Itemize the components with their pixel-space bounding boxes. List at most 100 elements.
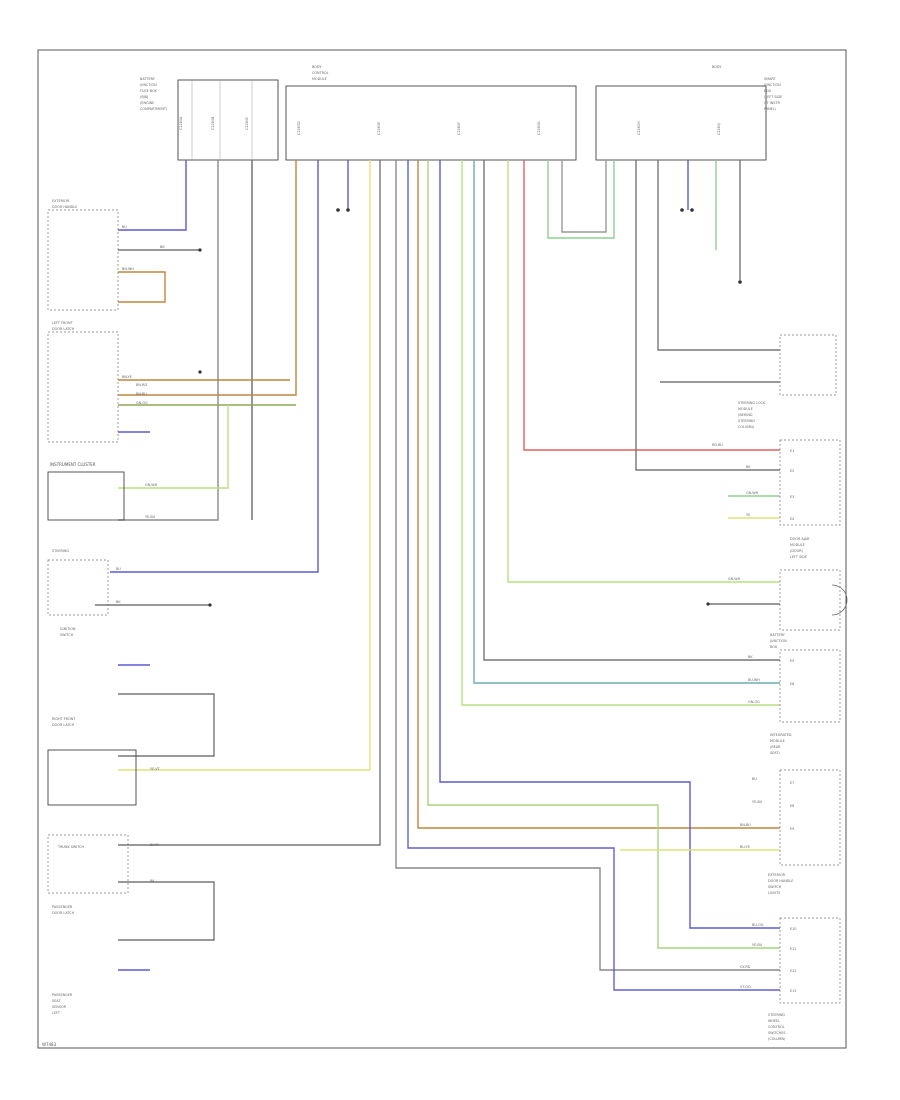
wire-label-bn-bu-r: BN-BU	[740, 823, 751, 827]
right-label-2: E3	[790, 495, 794, 499]
wire-bn-2	[417, 160, 780, 829]
passenger-door-line1: DOOR LATCH	[52, 911, 75, 915]
door-ajar-line3: LEFT SIDE	[790, 555, 807, 559]
wire-bk-11	[118, 881, 215, 941]
wire-label-bk-ye: BK-YE	[150, 843, 159, 847]
pin-label-1: C2280B	[211, 116, 215, 130]
wire-label-bk-c: BK	[150, 879, 155, 883]
trunk-switch-label: TRUNK SWITCH	[57, 845, 84, 849]
wire-labels: BU BK BN-WH BN-YE BN-RD BN-BU GN-OG GN-W…	[116, 225, 764, 989]
wire-bn-1	[118, 160, 297, 396]
wire-bu-5	[439, 160, 780, 929]
wire-label-bk-e: BK	[748, 655, 753, 659]
rear-module-box: INTEGRATED MODULE (REAR SEAT)	[770, 649, 841, 755]
wire-label-gn-og: GN-OG	[136, 401, 148, 405]
bottom-right-line3: SWITCHES	[768, 1031, 786, 1035]
wire-gy-2	[395, 160, 780, 971]
wire-bu-4	[407, 160, 780, 991]
right-front-door-box: RIGHT FRONT DOOR LATCH	[47, 717, 137, 806]
bottom-right-line0: STEERING	[768, 1013, 785, 1017]
power-top-left-line0: BATTERY	[140, 77, 156, 81]
wire-tl-1	[473, 160, 780, 684]
pin-label-3: C2280D	[297, 121, 301, 135]
pin-label-8: C2280J	[717, 123, 721, 135]
wire-bk-2	[118, 160, 381, 846]
bottom-right-box: STEERING WHEEL CONTROL SWITCHES (COLUMN)	[768, 917, 841, 1041]
left-lower-line0: PASSENGER	[52, 993, 73, 997]
wire-label-bu-og: BU-OG	[752, 923, 764, 927]
right-label-10: E11	[790, 947, 796, 951]
ign-switch-line0: IGNITION	[60, 627, 76, 631]
right-label-6: E7	[790, 781, 794, 785]
wire-label-gy-rd: GY-RD	[740, 965, 751, 969]
wire-rd-1	[523, 160, 780, 451]
wire-gy-1	[118, 160, 219, 521]
right-label-4: E5	[790, 659, 794, 663]
pin-label-5: C2280F	[457, 122, 461, 135]
left-door-latch-box: LEFT FRONT DOOR LATCH	[47, 321, 119, 443]
wire-gn-3	[507, 160, 780, 583]
wire-label-bu-wh: BU-WH	[748, 678, 760, 682]
wire-label-gn-wh-r: GN-WH	[728, 577, 741, 581]
wire-label-bu-a: BU	[122, 225, 127, 229]
footer-code: W7483	[42, 1042, 57, 1047]
bcm-right-line3: (LEFT SIDE	[764, 95, 782, 99]
battery-module-line2: BOX	[770, 645, 778, 649]
steering-lock-line0: STEERING LOCK	[738, 401, 766, 405]
right-label-3: E4	[790, 517, 794, 521]
right-pin-labels: E1 E2 E3 E4 E5 E6 E7 E8 E9 E10 E11 E12 E…	[790, 449, 796, 993]
wire-label-ye-vt: YE-VT	[150, 767, 161, 771]
right-label-12: E13	[790, 989, 796, 993]
power-top-left-line3: (BJB)	[140, 95, 149, 99]
right-label-5: E6	[790, 682, 794, 686]
bcm-right-line1: JUNCTION	[763, 83, 781, 87]
bcm-right-line5: PANEL)	[764, 107, 777, 111]
instrument-cluster-label: INSTRUMENT CLUSTER	[50, 462, 96, 467]
left-door-handle-box: EXTERIOR DOOR HANDLE	[47, 199, 119, 311]
wire-label-bk-b: BK	[116, 600, 121, 604]
right-front-door-line1: DOOR LATCH	[52, 723, 75, 727]
wire-bu-2	[110, 160, 319, 573]
bottom-right-line2: CONTROL	[768, 1025, 785, 1029]
rear-right-line2: SWITCH	[768, 885, 782, 889]
steering-switch-line0: STEERING	[52, 549, 69, 553]
wire-gn-7	[118, 405, 229, 489]
right-label-8: E9	[790, 827, 794, 831]
bcm-right-block: BODY SMART JUNCTION BOX (LEFT SIDE OF IN…	[595, 65, 782, 161]
bcm-right-line2: BOX	[764, 89, 772, 93]
passenger-door-box: PASSENGER DOOR LATCH PASSENGER SEAT SENS…	[52, 905, 75, 1015]
pin-label-4: C2280E	[377, 122, 381, 135]
bcm-right-line4: OF INSTR	[764, 101, 780, 105]
wire-label-ye-bu-r2: YE-BU	[752, 943, 763, 947]
bcm-top-block: BODY CONTROL MODULE	[285, 65, 577, 161]
left-door-handle-line0: EXTERIOR	[52, 199, 70, 203]
wire-label-bu-b: BU	[116, 567, 121, 571]
left-lower-line3: LEFT	[52, 1011, 61, 1015]
wire-bk-12	[118, 693, 215, 757]
diagram-frame	[37, 49, 847, 1049]
right-label-1: E2	[790, 469, 794, 473]
left-front-door-line1: DOOR LATCH	[52, 327, 75, 331]
wire-ye-1	[118, 160, 371, 771]
wire-gn-loop	[547, 160, 615, 239]
steering-lock-line4: COLUMN)	[738, 425, 755, 429]
rear-module-line3: SEAT)	[770, 751, 780, 755]
wire-label-gn-wh: GN-WH	[145, 483, 158, 487]
right-label-9: E10	[790, 927, 796, 931]
battery-module-line1: JUNCTION	[769, 639, 787, 643]
wire-label-ye-bu: YE-BU	[145, 515, 156, 519]
pin-label-7: C2280H	[637, 121, 641, 135]
wire-bk-5	[657, 160, 780, 351]
wire-label-bn-ye: BN-YE	[122, 375, 132, 379]
trunk-switch-box: TRUNK SWITCH	[47, 834, 129, 894]
rear-module-line1: MODULE	[770, 739, 785, 743]
rear-module-line0: INTEGRATED	[770, 733, 792, 737]
wire-bk-4	[635, 160, 780, 471]
pin-label-0: C2280A	[179, 116, 183, 130]
power-top-left-line4: (ENGINE	[140, 101, 154, 105]
left-door-handle-line1: DOOR HANDLE	[52, 205, 77, 209]
rear-right-line3: LIGHTS	[768, 891, 780, 895]
door-ajar-line1: MODULE	[790, 543, 805, 547]
wire-label-bk-a: BK	[160, 245, 165, 249]
